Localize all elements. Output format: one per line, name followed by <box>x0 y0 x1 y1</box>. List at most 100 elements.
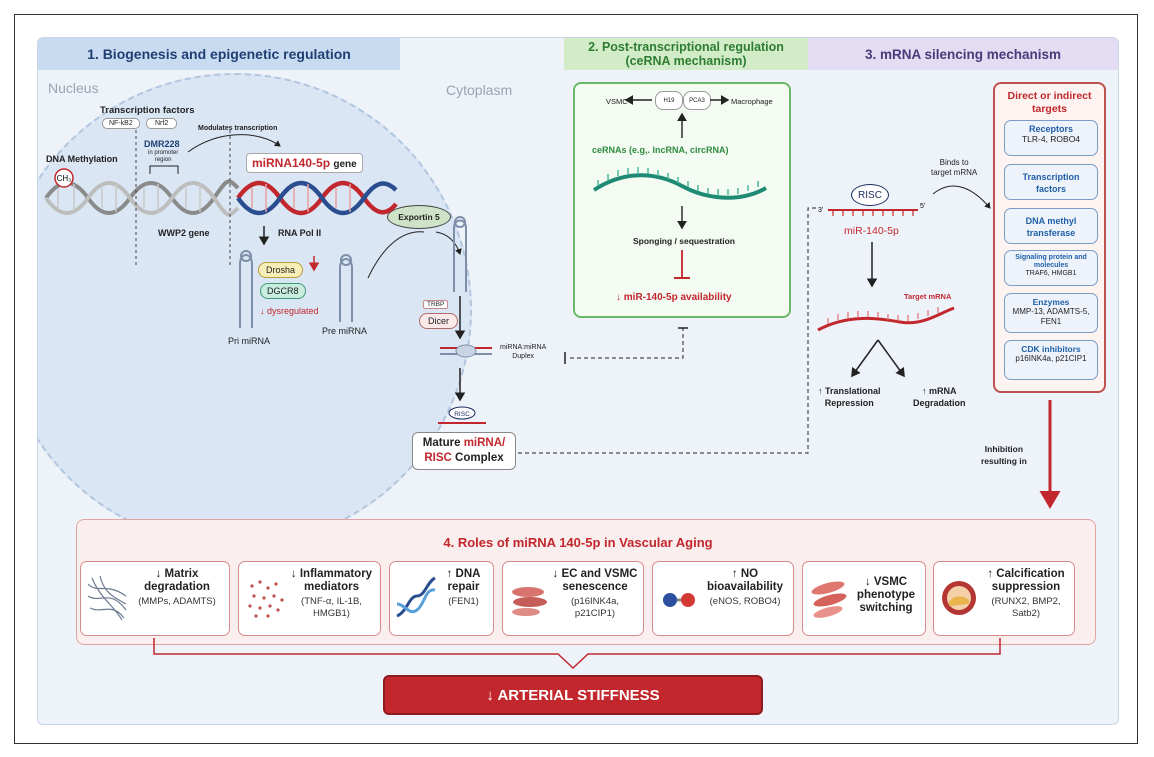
target-cdk-title: CDK inhibitors <box>1021 344 1081 354</box>
trbp-label: TRBP <box>423 300 449 309</box>
target-enzymes: Enzymes MMP-13, ADAMTS-5, FEN1 <box>1004 293 1098 333</box>
figure-frame <box>14 14 1138 744</box>
sponging-label: Sponging / sequestration <box>633 236 736 246</box>
inhibition-line-1: Inhibition <box>984 444 1024 454</box>
target-cdk-inhibitors: CDK inhibitors p16INK4a, p21CIP1 <box>1004 340 1098 380</box>
role-vsmc-switching: ↓ VSMC phenotype switching <box>802 561 926 636</box>
matrix-fibers-icon <box>87 575 127 621</box>
role-1-detail: (MMPs, ADAMTS) <box>138 596 216 607</box>
dna-helix-icon <box>396 576 436 618</box>
role-5-title: ↑ NO bioavailability <box>706 568 784 593</box>
tf-nfkb2: NF-kB2 <box>102 118 140 129</box>
risc-node: RISC <box>851 184 889 206</box>
section-2-title: 2. Post-transcriptional regulation <box>588 40 784 54</box>
role-calcification: ↑ Calcification suppression(RUNX2, BMP2,… <box>933 561 1075 636</box>
senescent-cells-icon <box>512 587 547 616</box>
svg-text:5': 5' <box>920 203 925 210</box>
h19-node: H19 <box>655 91 683 110</box>
exportin-5-label: Exportin 5 <box>387 205 451 229</box>
arterial-stiffness-outcome: ↓ ARTERIAL STIFFNESS <box>383 675 763 715</box>
dmr-sub-1: in promoter <box>148 150 179 156</box>
export-curve <box>367 231 425 279</box>
dmr-sub-2: region <box>154 157 172 163</box>
targets-box: Direct or indirect targets Receptors TLR… <box>993 82 1106 393</box>
tf-nrf2: Nrf2 <box>146 118 178 129</box>
inflammatory-dots-icon <box>248 580 284 618</box>
trans-line-1: ↑ Translational <box>818 386 881 396</box>
binds-label: Binds to target mRNA <box>931 158 977 178</box>
role-4-title: ↓ EC and VSMC senescence <box>552 568 638 593</box>
roles-title: 4. Roles of miRNA 140-5p in Vascular Agi… <box>443 535 713 550</box>
no-molecule-icon <box>663 593 695 607</box>
transcription-factors-label: Transcription factors <box>100 105 195 116</box>
role-5-detail: (eNOS, ROBO4) <box>709 596 781 607</box>
dysregulated-label: ↓ dysregulated <box>260 306 319 316</box>
to-translational-arrow <box>851 339 879 378</box>
target-transcription-factors: Transcription factors <box>1004 164 1098 200</box>
target-tf-title: Transcription factors <box>1022 172 1080 194</box>
mirna-gene-label: miRNA140-5p gene <box>246 153 363 173</box>
role-2-detail: (TNF-α, IL-1B, HMGB1) <box>301 596 362 619</box>
target-enzymes-detail: MMP-13, ADAMTS-5, FEN1 <box>1012 307 1090 326</box>
diagram-graphics: CH₃ <box>44 95 1061 670</box>
translational-repression-label: ↑ Translational Repression <box>818 385 881 409</box>
pri-mirna-label: Pri miRNA <box>228 336 270 346</box>
target-dnmt-title: DNA methyl transferase <box>1025 216 1077 238</box>
cytoplasm-label: Cytoplasm <box>446 82 513 98</box>
dmr-bracket <box>149 165 179 174</box>
gene-name: miRNA140-5p <box>252 156 331 170</box>
role-3-detail: (FEN1) <box>448 596 479 607</box>
roles-bracket <box>153 638 1001 670</box>
target-receptors-title: Receptors <box>1028 124 1073 134</box>
modulates-label: Modulates transcription <box>198 125 278 132</box>
role-no-bioavailability: ↑ NO bioavailability (eNOS, ROBO4) <box>652 561 794 636</box>
deg-line-1: ↑ mRNA <box>922 386 957 396</box>
vsmc-label: VSMC <box>606 97 628 106</box>
trans-line-2: Repression <box>824 398 874 408</box>
exportin-arrow <box>435 231 462 255</box>
dgcr8-label: DGCR8 <box>260 283 306 299</box>
mir-140-strand: 3' 5' <box>818 203 925 216</box>
targets-title-1: Direct or indirect <box>1007 90 1092 102</box>
risc-to-mrna-connector <box>518 207 818 454</box>
target-signaling-title: Signaling protein and molecules <box>1015 254 1087 269</box>
target-signaling: Signaling protein and molecules TRAF6, H… <box>1004 250 1098 286</box>
dicer-label: Dicer <box>419 313 459 329</box>
role-1-title: ↓ Matrix degradation <box>144 568 210 593</box>
gene-suffix: gene <box>333 159 357 170</box>
role-matrix-degradation: ↓ Matrix degradation (MMPs, ADAMTS) <box>80 561 230 636</box>
target-receptors: Receptors TLR-4, ROBO4 <box>1004 120 1098 156</box>
targets-title-2: targets <box>1031 103 1067 115</box>
targets-title: Direct or indirect targets <box>995 90 1104 116</box>
duplex-line-1: miRNA:miRNA <box>500 344 547 351</box>
target-enzymes-title: Enzymes <box>1032 297 1070 307</box>
availability-label: ↓ miR-140-5p availability <box>616 292 732 303</box>
to-degradation-arrow <box>877 339 905 378</box>
section-2-header: 2. Post-transcriptional regulation (ceRN… <box>564 38 808 70</box>
section-1-header: 1. Biogenesis and epigenetic regulation <box>38 38 400 70</box>
mir-140-label: miR-140-5p <box>844 225 899 237</box>
target-signaling-detail: TRAF6, HMGB1 <box>1025 270 1077 277</box>
modulates-arrow <box>187 134 281 153</box>
drosha-label: Drosha <box>258 262 304 278</box>
section-3-header: 3. mRNA silencing mechanism <box>808 38 1118 70</box>
target-mrna-strand <box>817 306 955 332</box>
duplex-label: miRNA:miRNA Duplex <box>500 343 546 361</box>
pre-mirna-hairpin <box>339 254 353 322</box>
mature-mirna-word: miRNA/ <box>463 437 506 449</box>
deg-line-2: Degradation <box>913 398 966 408</box>
svg-text:3': 3' <box>818 207 823 214</box>
dmr-subtitle: in promoter region <box>148 150 178 164</box>
risc-small-text: RISC <box>454 411 470 418</box>
role-4-detail: (p16INK4a, p21CIP1) <box>570 596 620 619</box>
role-dna-repair: ↑ DNA repair(FEN1) <box>389 561 494 636</box>
wwp2-gene-label: WWP2 gene <box>158 228 210 238</box>
diagram-canvas: 1. Biogenesis and epigenetic regulation … <box>37 37 1119 725</box>
target-cdk-detail: p16INK4a, p21CIP1 <box>1015 354 1087 363</box>
role-senescence: ↓ EC and VSMC senescence (p16INK4a, p21CI… <box>502 561 644 636</box>
risc-small-icon: RISC <box>438 406 486 424</box>
ch3-text: CH₃ <box>57 174 72 183</box>
inhibition-line-2: resulting in <box>981 456 1027 466</box>
vsmc-cells-icon <box>811 581 847 618</box>
duplex-line-2: Duplex <box>512 353 535 360</box>
